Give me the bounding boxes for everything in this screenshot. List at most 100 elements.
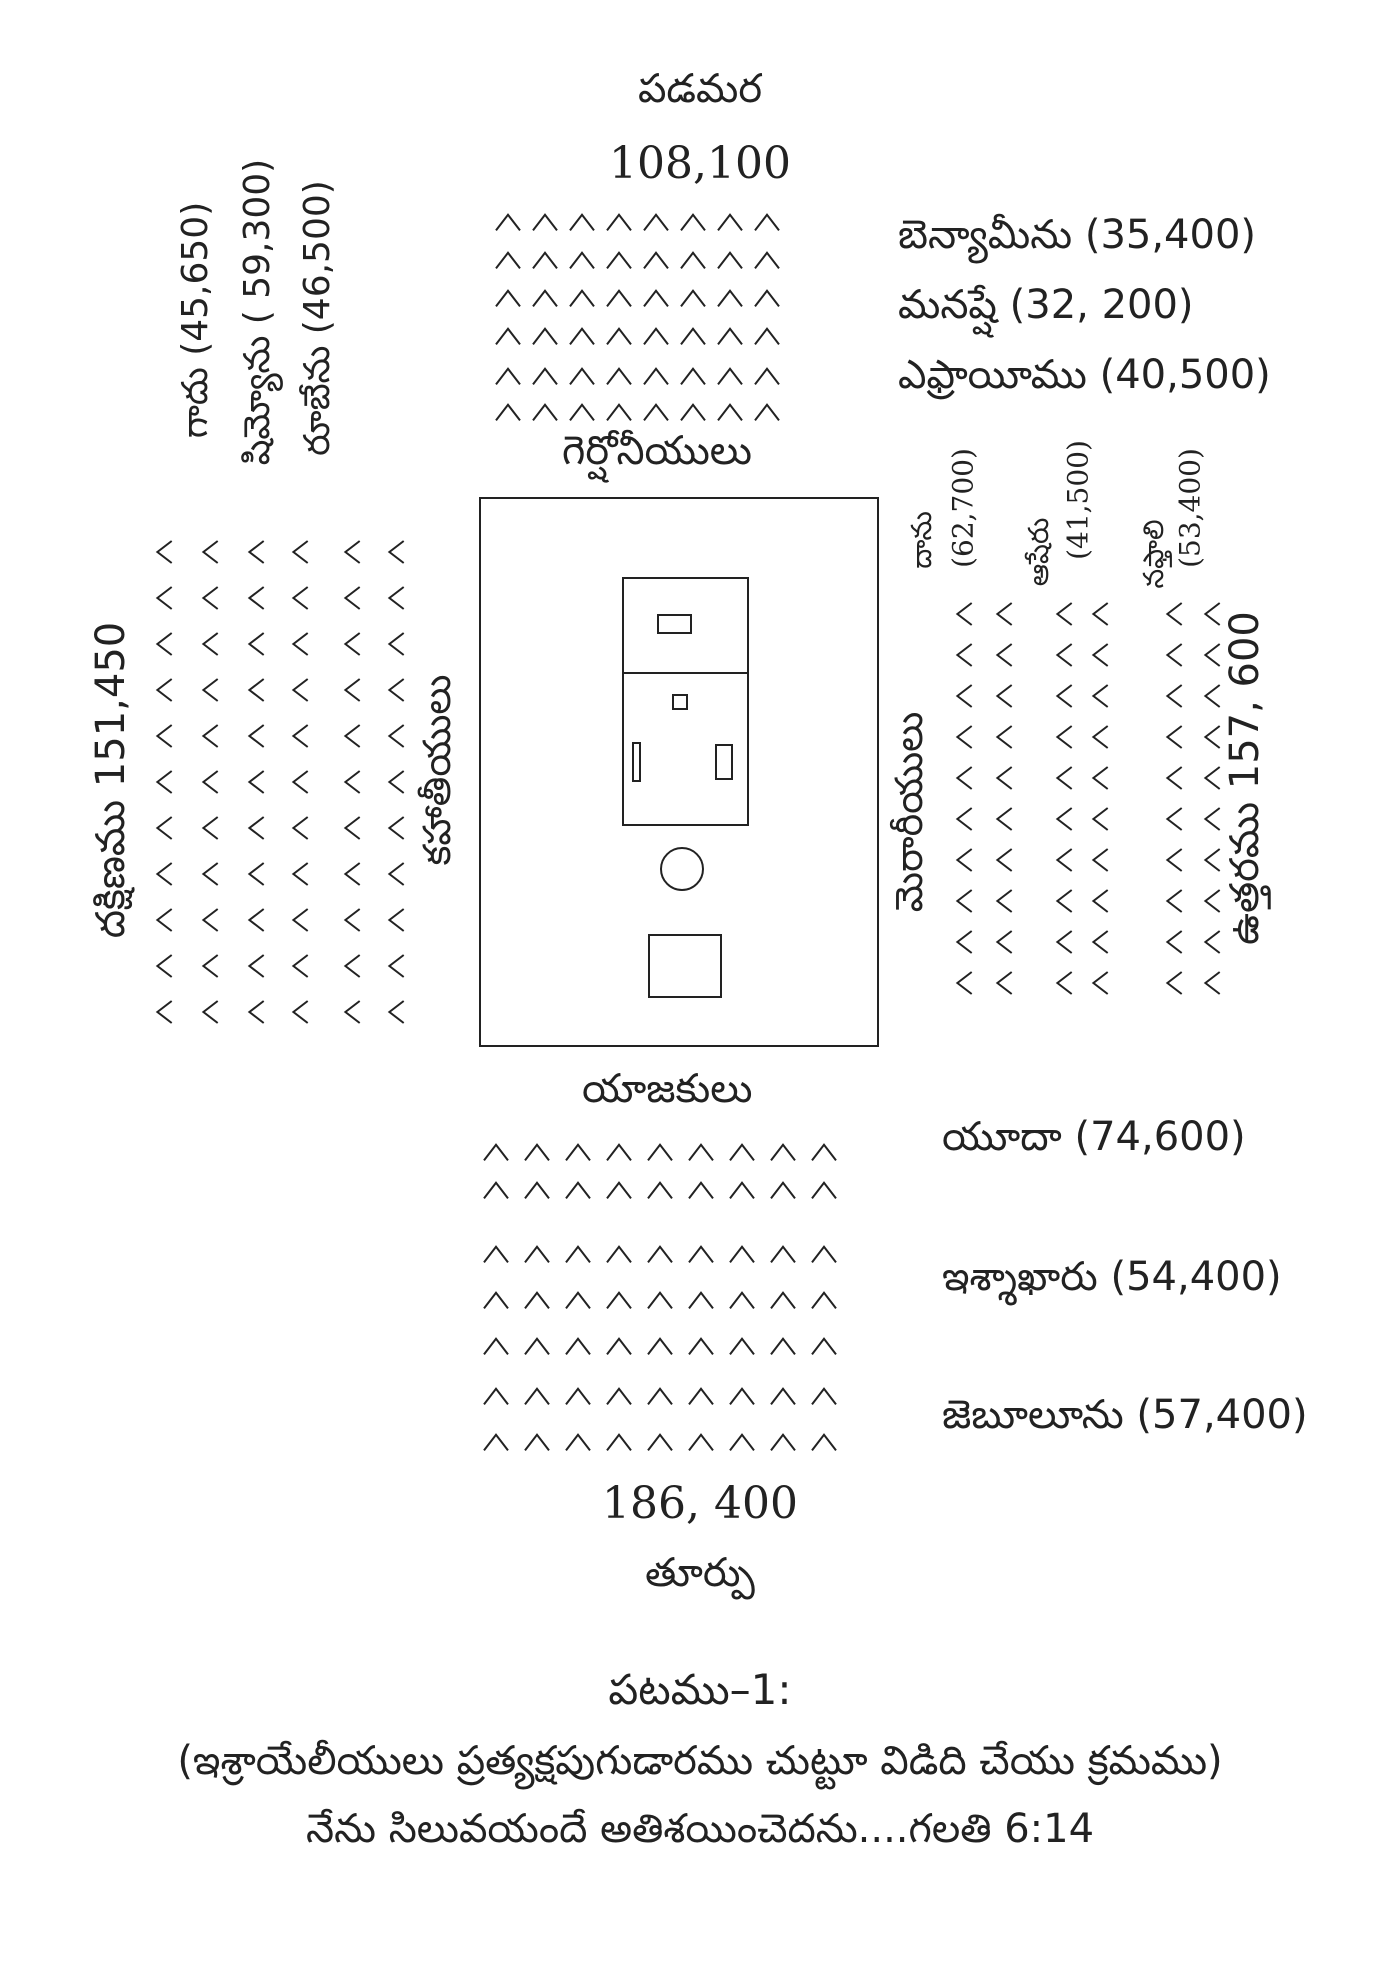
tent-mark [532, 403, 558, 422]
tent-mark [532, 327, 558, 346]
tent-mark [955, 643, 973, 667]
tent-mark [247, 954, 265, 978]
tent-mark [532, 367, 558, 386]
tent-mark [343, 1000, 361, 1024]
tent-mark [524, 1387, 550, 1406]
table-of-showbread [715, 744, 733, 780]
tent-mark [606, 1143, 632, 1162]
tent-mark [688, 1433, 714, 1452]
tent-mark [201, 1000, 219, 1024]
tent-mark [247, 770, 265, 794]
tent-mark [201, 632, 219, 656]
tent-mark [1165, 930, 1183, 954]
tent-mark [483, 1387, 509, 1406]
tent-mark [606, 1337, 632, 1356]
tent-mark [1091, 930, 1109, 954]
tent-mark [1165, 848, 1183, 872]
tent-mark [201, 586, 219, 610]
tent-mark [1165, 643, 1183, 667]
tent-mark [811, 1181, 837, 1200]
tent-mark [643, 251, 669, 270]
tribe-simeon-label: షిమ్యోను ( 59,300) [237, 158, 278, 466]
tent-mark [811, 1387, 837, 1406]
tent-mark [387, 540, 405, 564]
tent-mark [811, 1337, 837, 1356]
tent-mark [680, 367, 706, 386]
tribe-naphtali-count: (53,400) [1173, 448, 1207, 568]
tent-mark [1091, 971, 1109, 995]
tent-mark [1203, 684, 1221, 708]
tent-mark [811, 1245, 837, 1264]
tent-mark [1091, 602, 1109, 626]
tent-mark [524, 1337, 550, 1356]
tent-mark [1203, 848, 1221, 872]
tent-mark [343, 862, 361, 886]
tent-mark [606, 289, 632, 308]
tent-mark [155, 678, 173, 702]
tent-mark [247, 678, 265, 702]
tent-mark [995, 889, 1013, 913]
tent-mark [955, 602, 973, 626]
tent-mark [1165, 889, 1183, 913]
tent-mark [729, 1387, 755, 1406]
tent-mark [680, 327, 706, 346]
tent-mark [811, 1143, 837, 1162]
tent-mark [647, 1143, 673, 1162]
tent-mark [643, 327, 669, 346]
tent-mark [688, 1291, 714, 1310]
tent-mark [606, 1245, 632, 1264]
tent-mark [155, 632, 173, 656]
tent-mark [811, 1291, 837, 1310]
tent-mark [1203, 602, 1221, 626]
tent-mark [729, 1433, 755, 1452]
tent-mark [955, 684, 973, 708]
tent-mark [995, 971, 1013, 995]
tent-mark [387, 678, 405, 702]
tent-mark [647, 1433, 673, 1452]
tribe-dan-name: దాను [905, 511, 938, 569]
tent-mark [1055, 725, 1073, 749]
tent-mark [343, 586, 361, 610]
figure-number: పటము–1: [608, 1665, 792, 1714]
tent-mark [606, 251, 632, 270]
tribe-asher-count: (41,500) [1061, 440, 1095, 560]
tent-mark [1165, 807, 1183, 831]
tent-mark [387, 954, 405, 978]
tent-mark [483, 1245, 509, 1264]
bronze-altar [648, 934, 722, 998]
tent-mark [754, 213, 780, 232]
tent-mark [688, 1143, 714, 1162]
tent-mark [717, 251, 743, 270]
tent-mark [247, 724, 265, 748]
figure-verse: నేను సిలువయందే అతిశయించెదను....గలతి 6:14 [305, 1806, 1095, 1852]
south-direction-total: దక్షిణము 151,450 [88, 621, 134, 939]
tent-mark [717, 403, 743, 422]
tent-mark [1091, 725, 1109, 749]
tent-mark [565, 1337, 591, 1356]
tent-mark [524, 1181, 550, 1200]
tent-mark [387, 908, 405, 932]
tent-mark [291, 586, 309, 610]
tent-mark [247, 632, 265, 656]
tent-mark [1055, 889, 1073, 913]
tent-mark [483, 1181, 509, 1200]
tent-mark [1165, 766, 1183, 790]
tent-mark [643, 213, 669, 232]
tent-mark [155, 724, 173, 748]
tent-mark [955, 807, 973, 831]
tribe-asher-name: ఆషేరు [1022, 517, 1055, 587]
tent-mark [532, 251, 558, 270]
tent-mark [717, 327, 743, 346]
holy-place [622, 672, 749, 826]
tent-mark [247, 908, 265, 932]
tent-mark [680, 403, 706, 422]
east-direction-label: తూర్పు [645, 1550, 755, 1596]
tent-mark [688, 1245, 714, 1264]
figure-description: (ఇశ్రాయేలీయులు ప్రత్యక్షపుగుడారము చుట్టూ… [177, 1738, 1223, 1784]
tent-mark [647, 1387, 673, 1406]
tent-mark [524, 1291, 550, 1310]
tent-mark [201, 724, 219, 748]
tent-mark [606, 1387, 632, 1406]
tent-mark [1055, 602, 1073, 626]
